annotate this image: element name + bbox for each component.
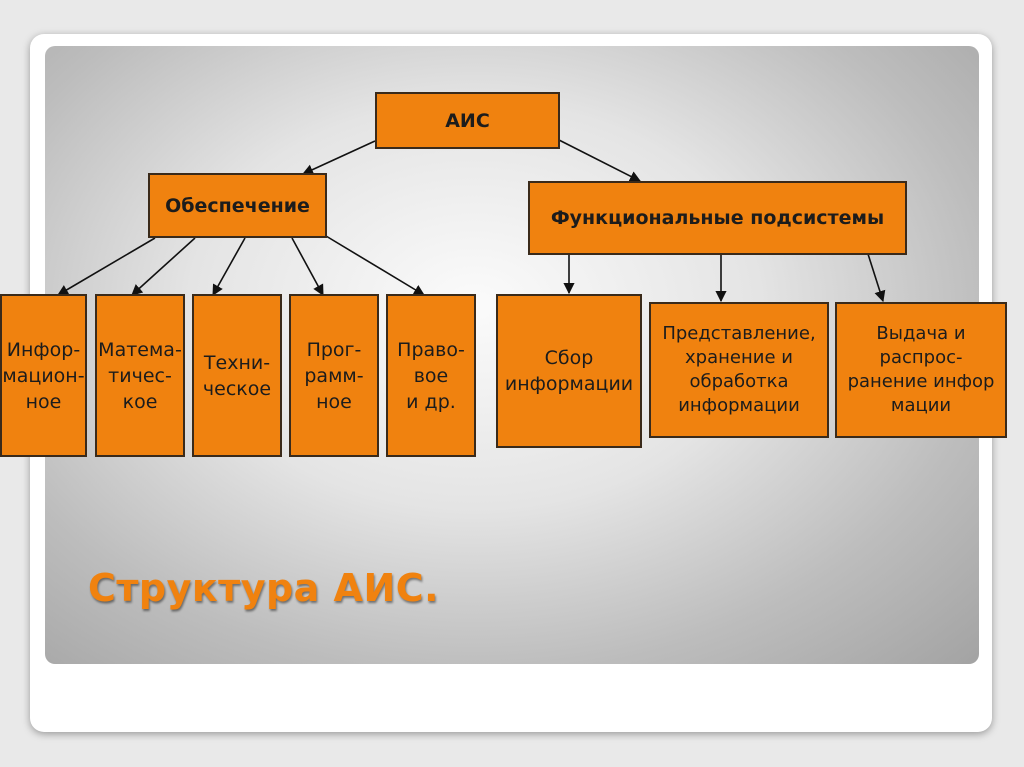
node-support-mathematical: Матема- тичес- кое bbox=[95, 294, 185, 457]
node-functional-collection: Сбор информации bbox=[496, 294, 642, 448]
node-functional-processing: Представление, хранение и обработка инфо… bbox=[649, 302, 829, 438]
node-support: Обеспечение bbox=[148, 173, 327, 238]
node-functional-subsystems: Функциональные подсистемы bbox=[528, 181, 907, 255]
node-functional-distribution: Выдача и распрос- ранение инфор мации bbox=[835, 302, 1007, 438]
node-root-ais: АИС bbox=[375, 92, 560, 149]
slide-title: Структура АИС. bbox=[88, 566, 440, 610]
node-support-software: Прог- рамм- ное bbox=[289, 294, 379, 457]
node-support-legal: Право- вое и др. bbox=[386, 294, 476, 457]
node-support-technical: Техни- ческое bbox=[192, 294, 282, 457]
node-support-informational: Инфор- мацион- ное bbox=[0, 294, 87, 457]
